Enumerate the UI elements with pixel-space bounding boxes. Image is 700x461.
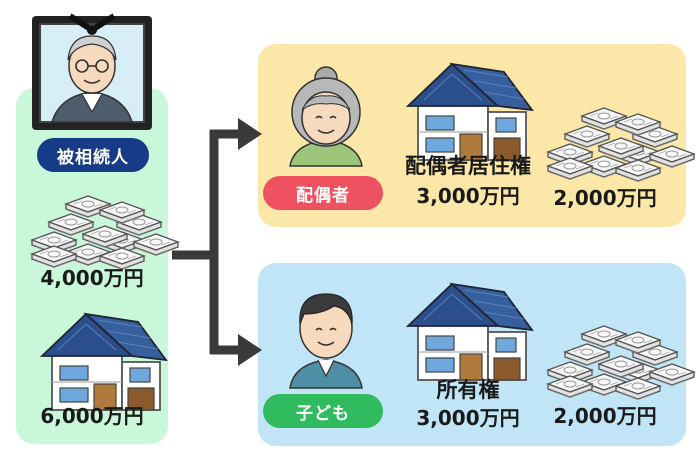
- spouse-right-amount: 3,000万円: [416, 184, 520, 208]
- child-right-amount: 3,000万円: [416, 406, 520, 430]
- arrow-to-child-icon: [238, 334, 262, 366]
- house-icon: [407, 63, 533, 161]
- spouse-label: 配偶者: [263, 176, 383, 210]
- estate-cash-amount: 4,000万円: [40, 266, 144, 290]
- money-stack-icon: [548, 326, 678, 406]
- house-icon: [407, 283, 533, 381]
- spouse-avatar-icon: [289, 66, 363, 167]
- arrow-to-spouse-icon: [238, 118, 262, 150]
- estate-house-amount: 6,000万円: [40, 404, 144, 428]
- memorial-portrait-icon: [32, 13, 152, 130]
- child-right-label: 所有権: [436, 378, 500, 402]
- child-avatar-icon: [289, 293, 363, 389]
- spouse-cash-amount: 2,000万円: [553, 186, 657, 210]
- deceased-label: 被相続人: [37, 138, 149, 172]
- child-cash-amount: 2,000万円: [553, 404, 657, 428]
- money-stack-icon: [548, 108, 678, 188]
- child-label: 子ども: [263, 394, 383, 428]
- spouse-right-label: 配偶者居住権: [405, 154, 531, 178]
